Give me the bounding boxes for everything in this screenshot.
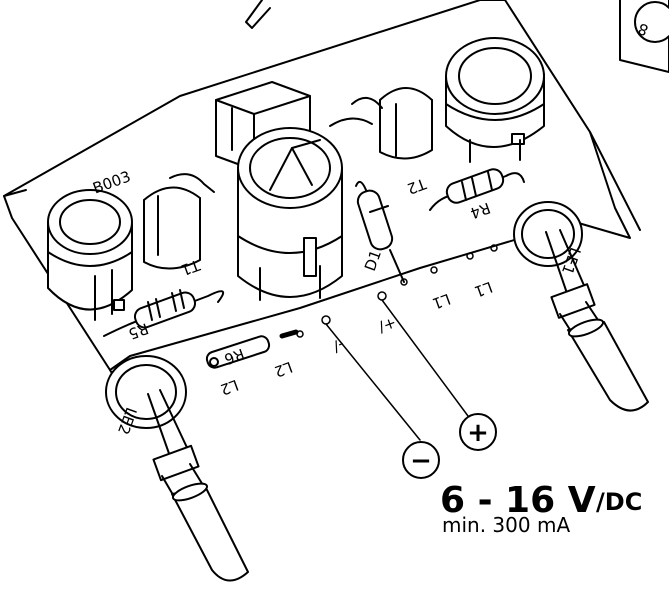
t1-label: T1 [179,256,204,280]
pos-pad-label: +/ [375,314,399,337]
resistor-r6-footprint: R6 [205,335,271,369]
transistor-t2: T2 [329,87,433,198]
l1-label-a: L1 [430,290,453,313]
supply-type: /DC [596,488,642,516]
led-right: LE1 [513,201,649,412]
capacitor-right [445,37,545,163]
voltage-range: 6 - 16 V [440,480,596,521]
capacitor-center [237,127,343,301]
minus-text: − [410,446,432,476]
resistor-r5: R5 [103,289,225,343]
l2-label-a: L2 [218,376,241,399]
pad-mark [279,329,299,339]
r4-label: R4 [468,199,493,223]
l2-label-b: L2 [272,358,295,381]
minimum-current: min. 300 mA [442,513,570,537]
capacitor-left [47,189,133,321]
cropped-component-top-right: 8 [619,0,669,73]
led-left: LE2 [105,355,249,582]
l1-label-b: L1 [472,278,495,301]
plus-text: + [467,418,489,448]
resistor-r4: R4 [429,168,525,223]
r5-label: R5 [126,319,151,343]
minus-symbol: − [402,441,440,479]
supply-leads [325,299,469,441]
plus-symbol: + [459,413,497,451]
cropped-part-top [245,0,271,29]
transistor-t1: T1 [143,173,215,280]
t2-label: T2 [405,174,430,198]
r6-label: R6 [222,345,247,369]
solder-pads [296,244,498,338]
